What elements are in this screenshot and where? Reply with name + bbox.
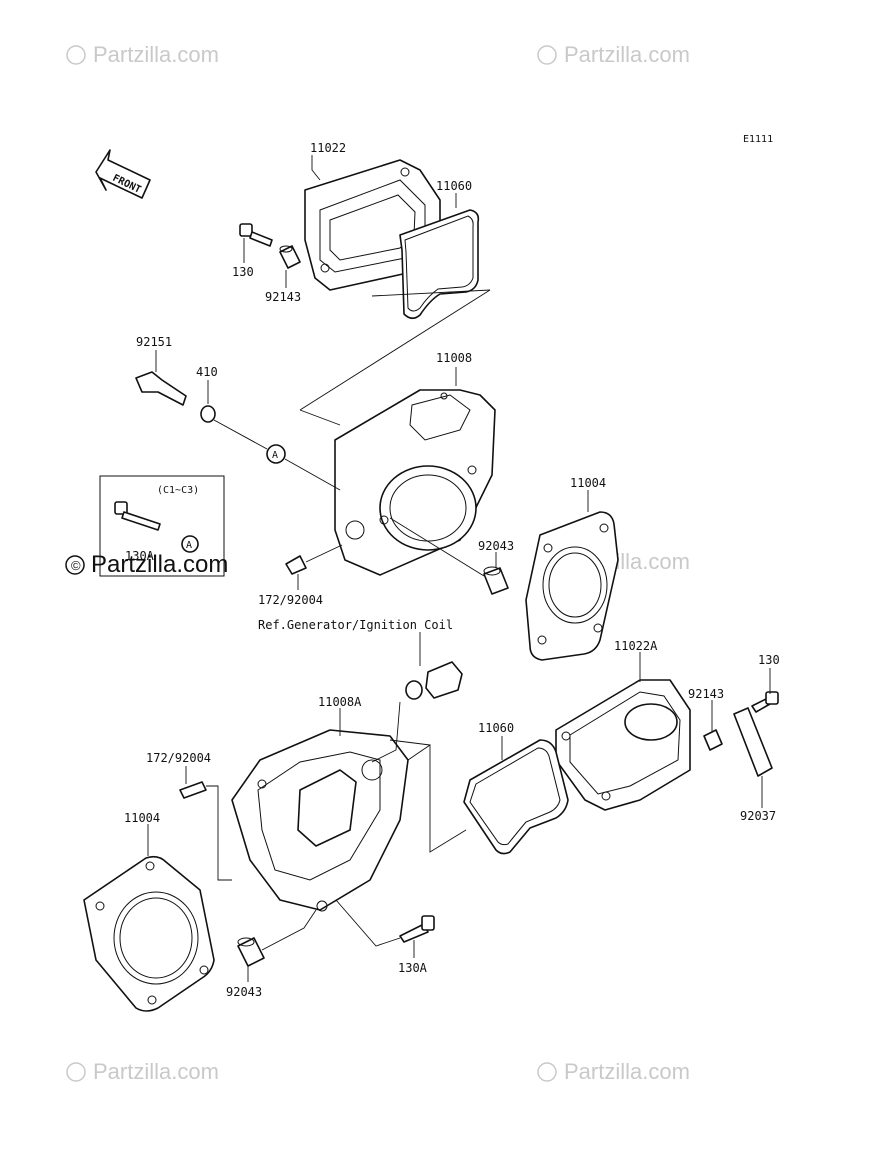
watermark-top-left: Partzilla.com xyxy=(66,42,219,67)
watermark-top-right: Partzilla.com xyxy=(537,42,690,67)
watermark-text: Partzilla.com xyxy=(91,551,228,578)
svg-text:A: A xyxy=(186,540,192,551)
leader-lines xyxy=(147,155,771,982)
label-130A-low: 130A xyxy=(398,961,428,975)
label-92043-low: 92043 xyxy=(226,985,262,999)
watermark-text: Partzilla.com xyxy=(93,42,219,67)
svg-text:A: A xyxy=(272,450,278,461)
washer-410 xyxy=(200,405,216,423)
bolt-130-right xyxy=(751,691,779,713)
ref-note: Ref.Generator/Ignition Coil xyxy=(258,618,453,632)
bolt-130A-low xyxy=(399,915,435,943)
stud-92151 xyxy=(135,371,187,406)
label-92143-right: 92143 xyxy=(688,687,724,701)
cylinder-head-11008 xyxy=(334,389,496,576)
label-92043-right: 92043 xyxy=(478,539,514,553)
label-11004-left: 11004 xyxy=(124,811,160,825)
label-11008A: 11008A xyxy=(318,695,362,709)
callout-a-main: A xyxy=(266,444,286,464)
label-11060-mid: 11060 xyxy=(478,721,514,735)
bolt-130-top xyxy=(239,223,273,247)
variant-inset: (C1~C3) A 130A xyxy=(99,475,225,577)
label-92143-top: 92143 xyxy=(265,290,301,304)
head-cover-11022A xyxy=(555,679,691,811)
label-11022A: 11022A xyxy=(614,639,658,653)
stud-92004-low xyxy=(179,781,207,799)
label-92037: 92037 xyxy=(740,809,776,823)
label-130A-inset: 130A xyxy=(125,549,155,563)
callout-a-inset xyxy=(181,535,199,553)
copyright-symbol: © xyxy=(71,558,81,573)
variant-note: (C1~C3) xyxy=(157,485,199,496)
label-130-right: 130 xyxy=(758,653,780,667)
collar-92143-right xyxy=(703,729,723,751)
label-11004-right: 11004 xyxy=(570,476,606,490)
cover-gasket-mid xyxy=(463,739,569,855)
label-410: 410 xyxy=(196,365,218,379)
collar-92143-top xyxy=(279,245,301,269)
pin-92043-right xyxy=(483,566,509,595)
watermark-mid-left-dark: © Partzilla.com xyxy=(65,551,228,578)
cylinder-head-11008A xyxy=(231,729,409,912)
pin-92043-low xyxy=(237,937,265,967)
label-11008: 11008 xyxy=(436,351,472,365)
label-172-92004-top: 172/92004 xyxy=(258,593,323,607)
label-172-92004-low: 172/92004 xyxy=(146,751,211,765)
watermark-text: Partzilla.com xyxy=(564,1059,690,1084)
label-92151: 92151 xyxy=(136,335,172,349)
diagram-code: E1111 xyxy=(743,134,773,145)
watermark-bottom-left: Partzilla.com xyxy=(66,1059,219,1084)
watermark-text: Partzilla.com xyxy=(564,42,690,67)
head-gasket-11004-left xyxy=(83,855,215,1012)
label-11022: 11022 xyxy=(310,141,346,155)
label-11060-top: 11060 xyxy=(436,179,472,193)
bracket-92037 xyxy=(733,707,773,777)
label-130-top: 130 xyxy=(232,265,254,279)
stud-92004-top xyxy=(285,555,307,575)
front-arrow-icon: FRONT xyxy=(95,149,151,199)
watermark-bottom-right: Partzilla.com xyxy=(537,1059,690,1084)
sensor-ignition xyxy=(405,661,463,700)
watermark-text: Partzilla.com xyxy=(93,1059,219,1084)
head-gasket-11004-right xyxy=(525,511,619,661)
